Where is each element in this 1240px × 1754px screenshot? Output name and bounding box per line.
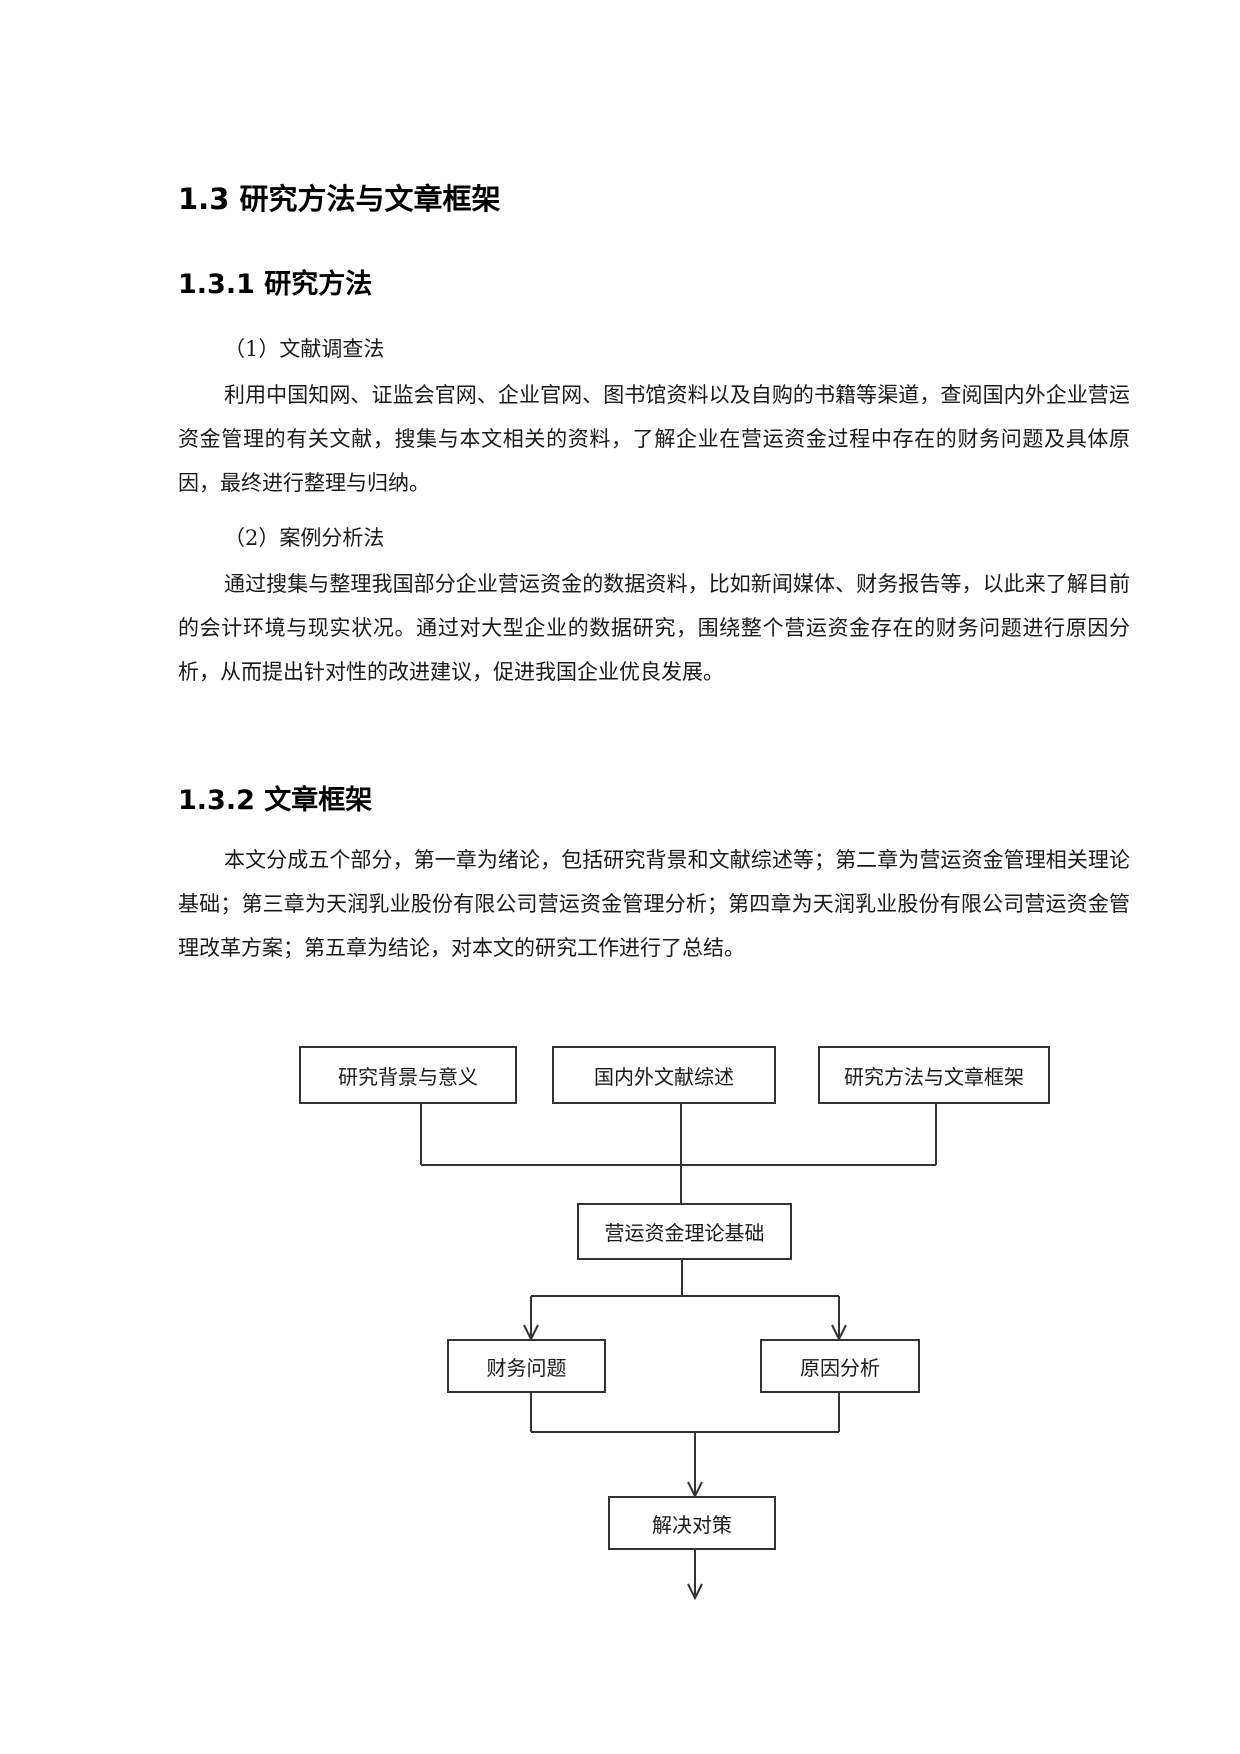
flow-box-literature-review: 国内外文献综述	[552, 1046, 776, 1104]
methods-heading: 1.3.1 研究方法	[178, 269, 373, 300]
flow-box-cause-analysis: 原因分析	[760, 1339, 920, 1393]
method-1-label: （1）文献调查法	[224, 337, 385, 361]
framework-heading: 1.3.2 文章框架	[178, 785, 373, 816]
method-1-paragraph: 利用中国知网、证监会官网、企业官网、图书馆资料以及自购的书籍等渠道，查阅国内外企…	[178, 383, 1130, 495]
flow-box-background: 研究背景与意义	[299, 1046, 517, 1104]
section-title: 1.3 研究方法与文章框架	[178, 182, 501, 216]
flow-box-methods-framework: 研究方法与文章框架	[818, 1046, 1050, 1104]
method-2-paragraph: 通过搜集与整理我国部分企业营运资金的数据资料，比如新闻媒体、财务报告等，以此来了…	[178, 572, 1130, 684]
flow-box-theory-basis: 营运资金理论基础	[577, 1203, 792, 1260]
flow-box-solutions: 解决对策	[608, 1496, 776, 1550]
framework-paragraph: 本文分成五个部分，第一章为绪论，包括研究背景和文献综述等；第二章为营运资金管理相…	[178, 848, 1130, 960]
flow-box-financial-problems: 财务问题	[447, 1339, 606, 1393]
method-2-label: （2）案例分析法	[224, 526, 385, 550]
